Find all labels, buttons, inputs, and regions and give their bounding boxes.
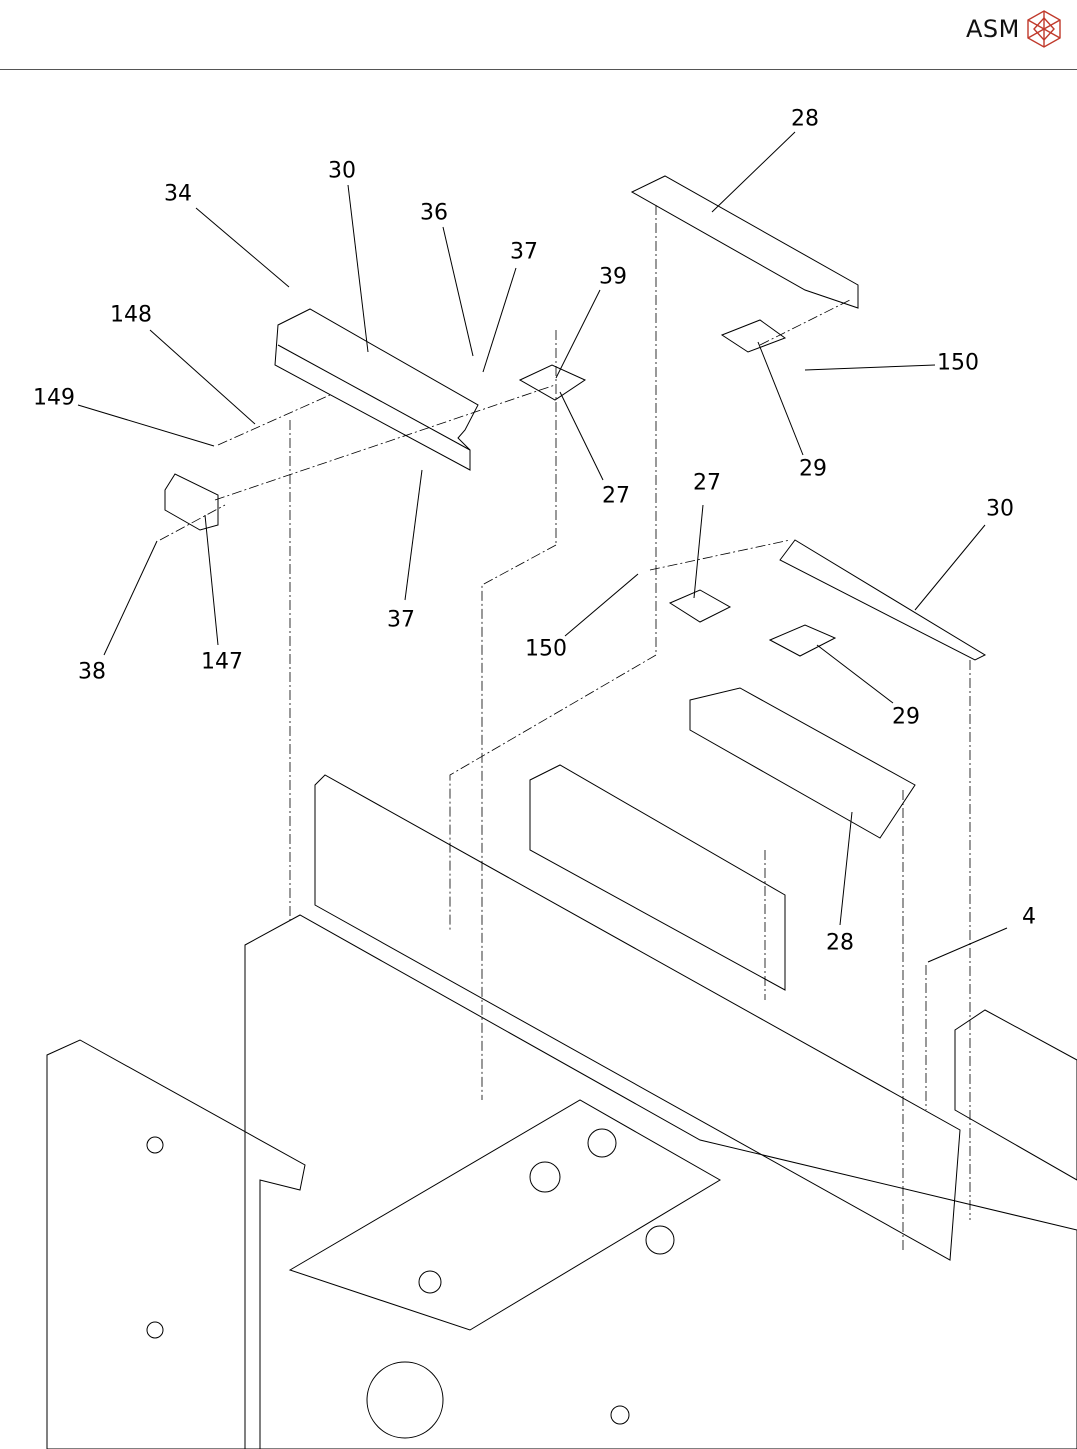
callout-28-bottom: 28 xyxy=(826,931,854,956)
center-lines xyxy=(160,205,970,1250)
part-29-top xyxy=(722,320,785,352)
frame-right-side xyxy=(955,1010,1077,1180)
callout-36: 36 xyxy=(420,201,448,226)
callout-30-right: 30 xyxy=(986,497,1014,522)
frame-block-right xyxy=(530,765,785,990)
callout-149: 149 xyxy=(33,386,75,411)
callout-29-top: 29 xyxy=(799,457,827,482)
part-147 xyxy=(165,474,218,530)
frame-main xyxy=(245,915,1077,1449)
part-27-mid xyxy=(670,590,730,622)
part-30-left xyxy=(275,309,478,470)
part-30-right xyxy=(780,540,985,660)
callout-4: 4 xyxy=(1022,905,1036,930)
callout-148: 148 xyxy=(110,303,152,328)
callout-37-bottom: 37 xyxy=(387,608,415,633)
callout-150-right: 150 xyxy=(937,351,979,376)
part-28-top xyxy=(632,176,858,308)
part-27-top xyxy=(520,365,585,400)
callout-29-bottom: 29 xyxy=(892,705,920,730)
callout-27-mid: 27 xyxy=(693,471,721,496)
leader-lines xyxy=(78,132,1007,962)
callout-150-mid: 150 xyxy=(525,637,567,662)
frame-left xyxy=(47,1040,305,1449)
frame-plate-center xyxy=(290,1100,720,1330)
callout-147: 147 xyxy=(201,650,243,675)
callout-34: 34 xyxy=(164,182,192,207)
part-28-bottom xyxy=(690,688,915,838)
callout-27-left: 27 xyxy=(602,484,630,509)
callout-28-top: 28 xyxy=(791,107,819,132)
callout-37-top: 37 xyxy=(510,240,538,265)
frame-rail-back xyxy=(315,775,960,1260)
callout-39: 39 xyxy=(599,265,627,290)
callout-38: 38 xyxy=(78,660,106,685)
callout-30-left: 30 xyxy=(328,159,356,184)
